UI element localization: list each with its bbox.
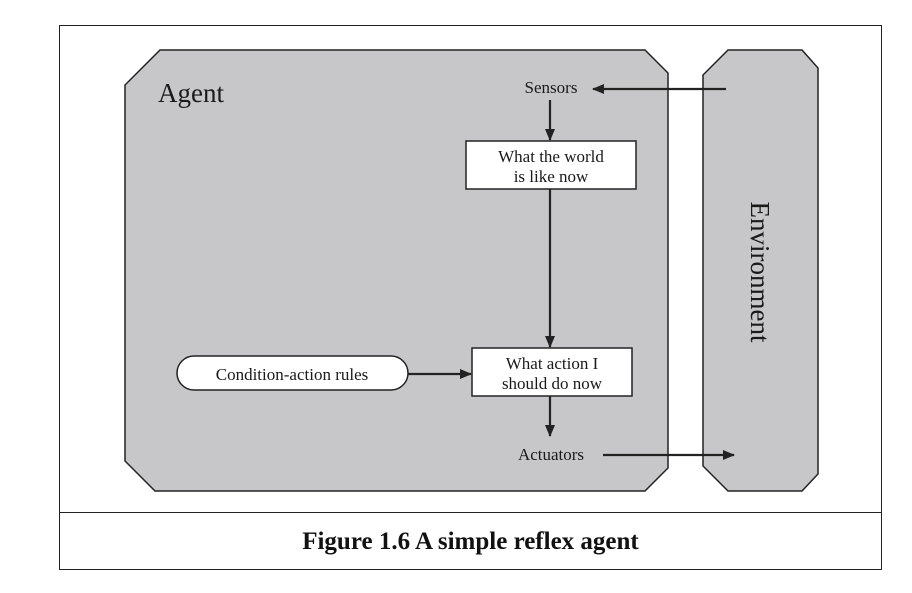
agent-label: Agent — [158, 78, 224, 108]
figure-caption: Figure 1.6 A simple reflex agent — [302, 527, 639, 555]
condition-action-rules-label: Condition-action rules — [216, 365, 369, 384]
action-line-2: should do now — [502, 374, 603, 393]
environment-label: Environment — [745, 202, 775, 343]
action-box — [471, 347, 633, 397]
world-state-line-1: What the world — [498, 147, 604, 166]
sensors-label: Sensors — [525, 78, 578, 97]
world-state-line-2: is like now — [514, 167, 589, 186]
agent-region — [124, 49, 669, 492]
action-line-1: What action I — [506, 354, 599, 373]
caption-row: Figure 1.6 A simple reflex agent — [59, 512, 882, 570]
world-state-box — [465, 140, 637, 190]
actuators-label: Actuators — [518, 445, 584, 464]
environment-region — [702, 49, 819, 492]
